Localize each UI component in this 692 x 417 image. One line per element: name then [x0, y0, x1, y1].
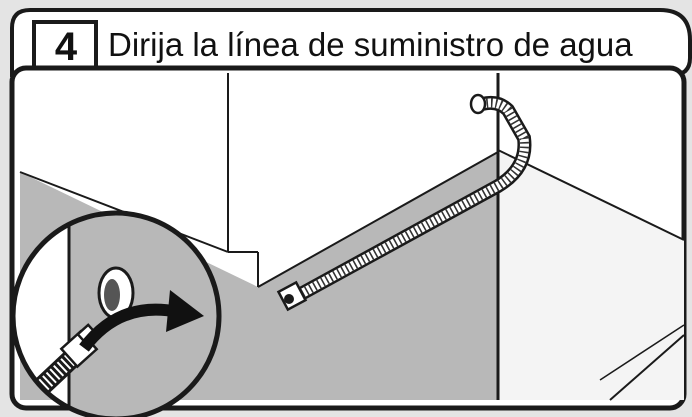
cabinet-hole-icon: [97, 266, 135, 320]
step-number: 4: [54, 25, 78, 69]
step-title: Dirija la línea de suministro de agua: [108, 26, 633, 63]
title-tab: [10, 8, 692, 77]
cabinet-side-shade: [498, 150, 684, 400]
braided-supply-hose-icon: [276, 93, 532, 312]
magnifier-detail: [10, 210, 222, 417]
routing-arrow-icon: [79, 290, 204, 352]
step-number-box: [32, 20, 98, 74]
